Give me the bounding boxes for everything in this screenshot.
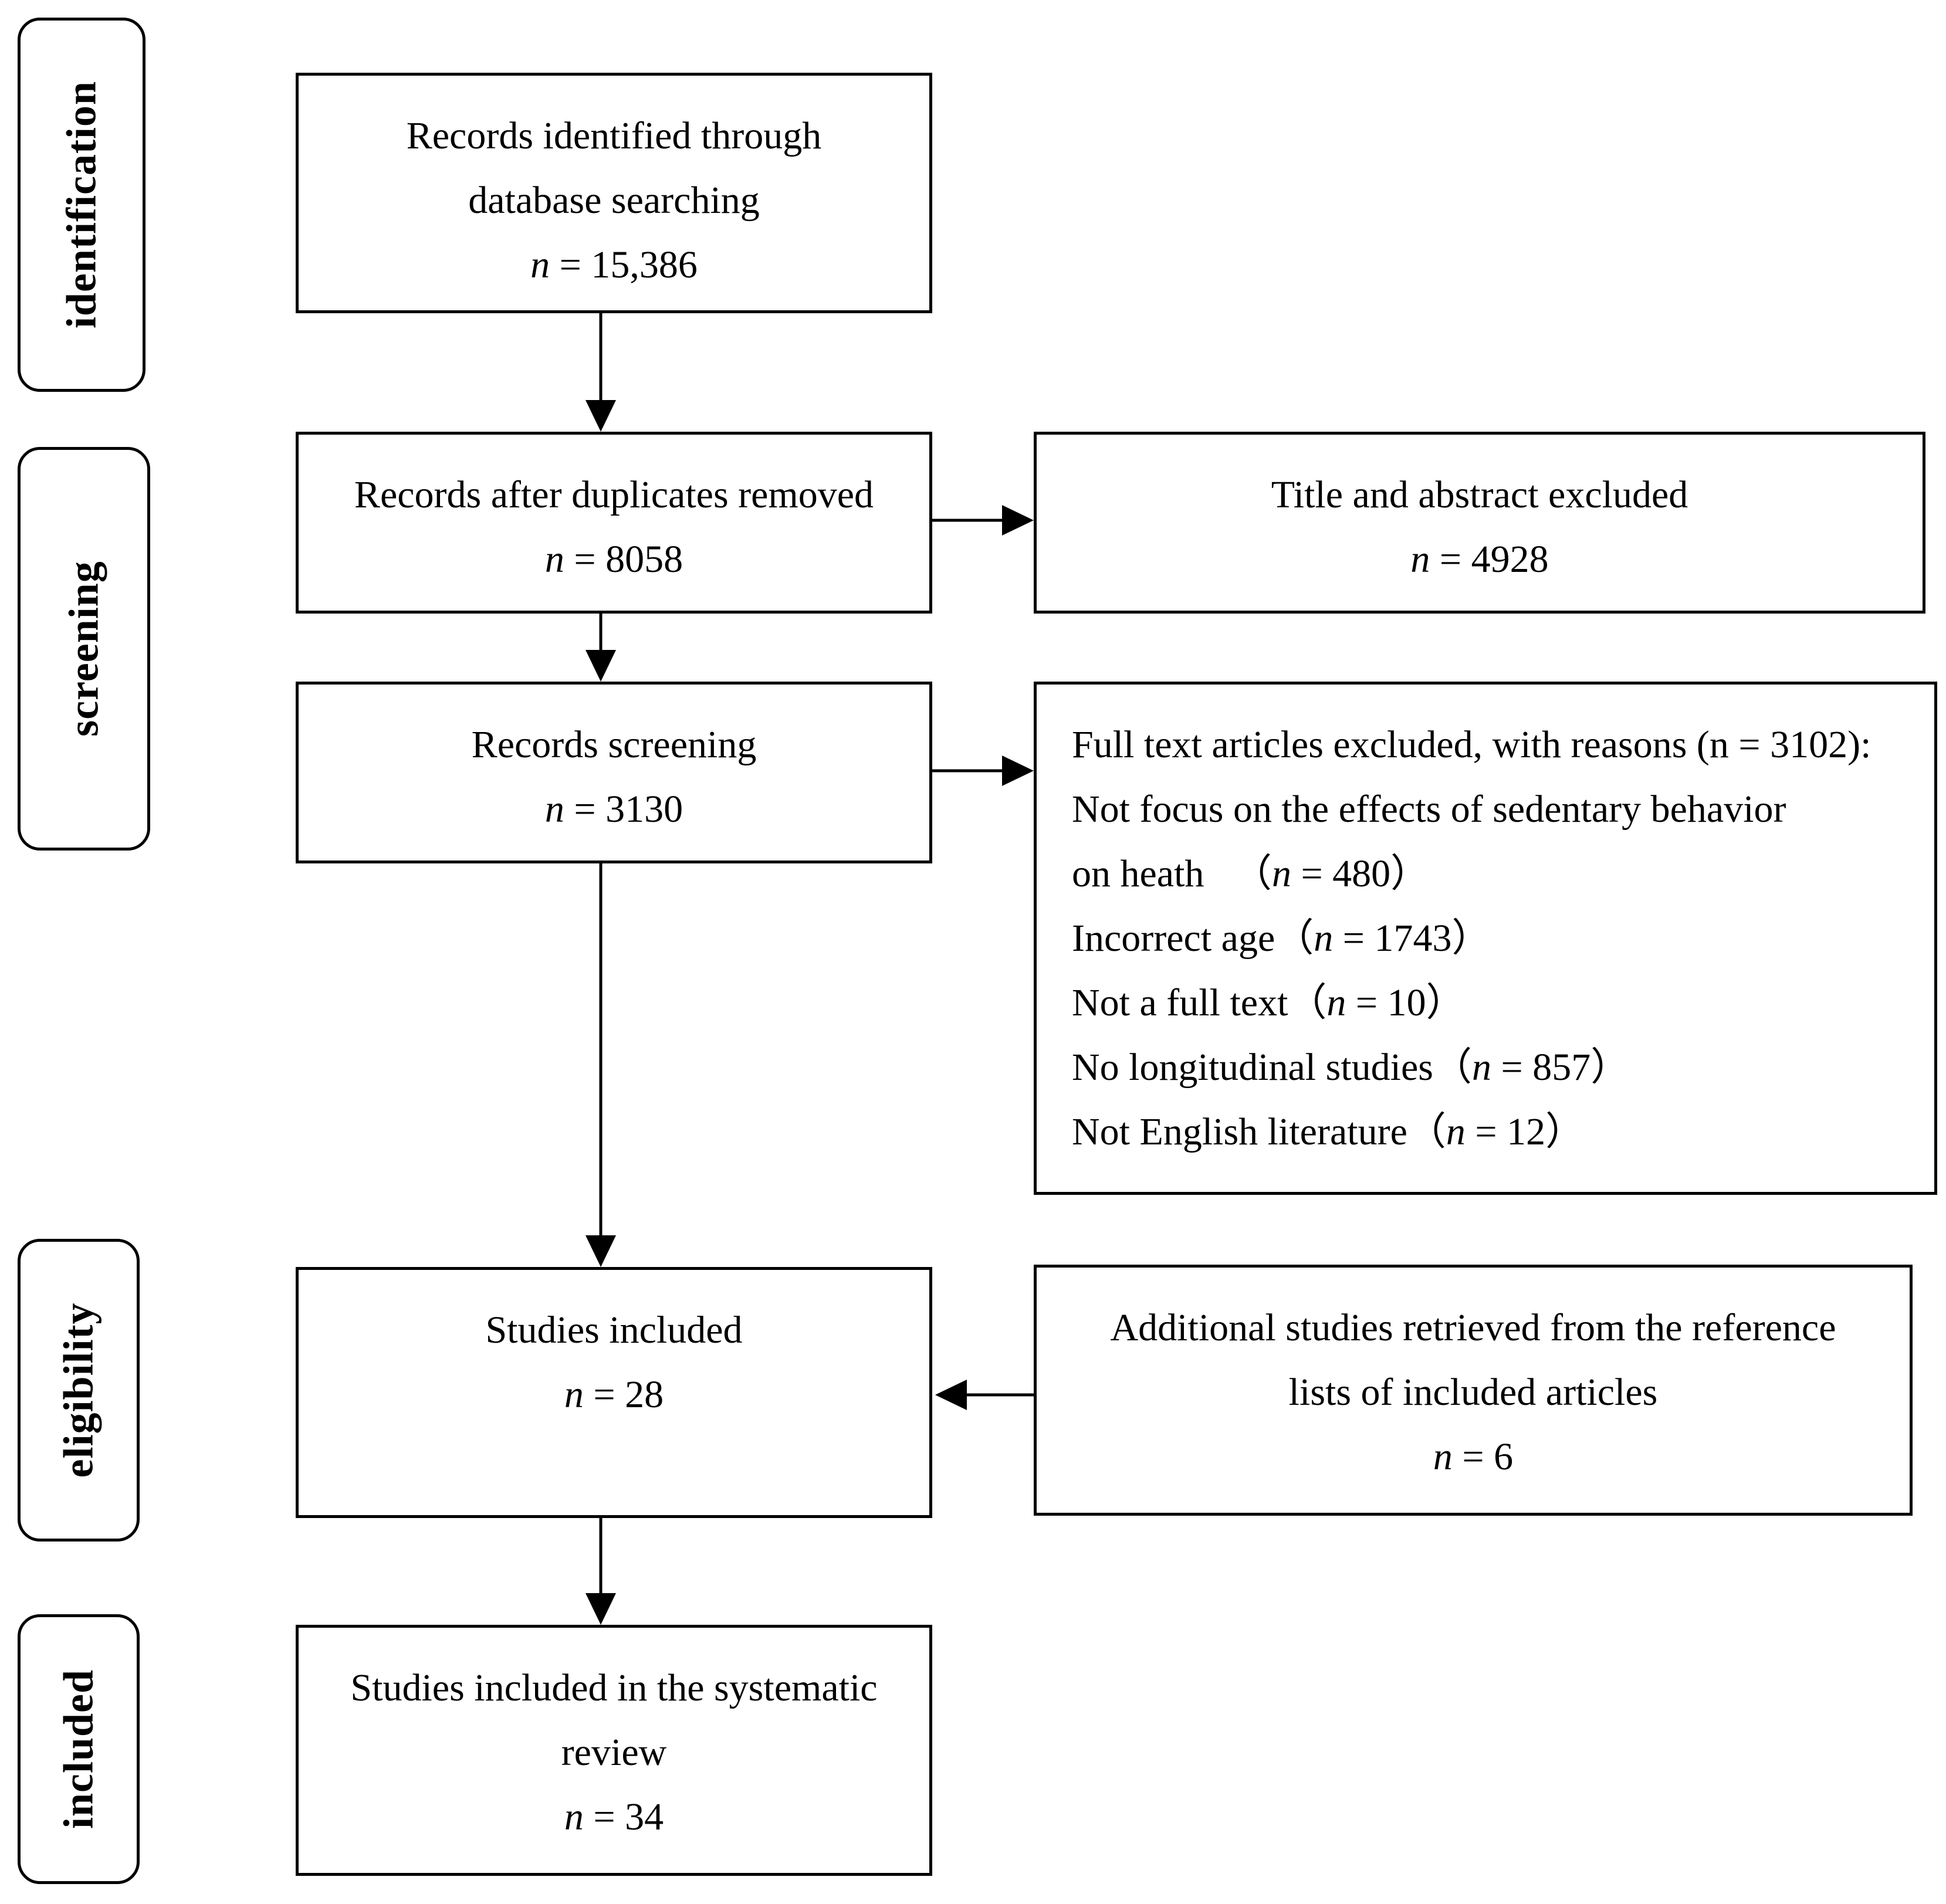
records-screening-count: n = 3130 (544, 788, 683, 831)
title-abstract-excluded-count: n = 4928 (1410, 538, 1549, 581)
stage-label-identification: identification (18, 18, 145, 392)
duplicates-removed-box: Records after duplicates removed n = 805… (296, 432, 932, 614)
exclusion-reason-longitudinal: No longitudinal studies（n = 857） (1072, 1046, 1630, 1089)
exclusion-reason-focus-line1: Not focus on the effects of sedentary be… (1072, 788, 1786, 831)
records-identified-line2: database searching (468, 179, 760, 222)
systematic-review-count: n = 34 (564, 1795, 664, 1838)
arrowhead-screening-to-included (586, 1235, 616, 1267)
additional-studies-line1: Additional studies retrieved from the re… (1110, 1306, 1836, 1349)
studies-included-count: n = 28 (564, 1373, 664, 1416)
duplicates-removed-line1: Records after duplicates removed (354, 473, 874, 516)
duplicates-removed-count: n = 8058 (544, 538, 683, 581)
additional-studies-box: Additional studies retrieved from the re… (1034, 1265, 1913, 1516)
systematic-review-line1: Studies included in the systematic (350, 1666, 878, 1709)
records-screening-line1: Records screening (471, 723, 757, 766)
studies-included-line1: Studies included (485, 1309, 743, 1351)
exclusion-reason-focus-line2: on heath （n = 480） (1072, 852, 1430, 895)
stage-label-screening: screening (18, 447, 150, 851)
arrowhead-duplicates-to-excluded (1002, 505, 1034, 536)
studies-included-box: Studies included n = 28 (296, 1267, 932, 1518)
arrowhead-additional-to-included (935, 1380, 967, 1410)
arrowhead-identified-to-duplicates (586, 400, 616, 432)
title-abstract-excluded-box: Title and abstract excluded n = 4928 (1034, 432, 1925, 614)
stage-label-included: included (18, 1614, 140, 1884)
records-identified-count: n = 15,386 (530, 243, 698, 286)
exclusion-reason-age: Incorrect age（n = 1743） (1072, 917, 1491, 960)
records-identified-box: Records identified through database sear… (296, 73, 932, 313)
exclusion-reason-full-text: Not a full text（n = 10） (1072, 981, 1465, 1024)
arrowhead-screening-to-fulltext-excluded (1002, 755, 1034, 786)
title-abstract-excluded-line1: Title and abstract excluded (1271, 473, 1688, 516)
exclusion-reason-english: Not English literature（n = 12） (1072, 1110, 1585, 1153)
arrowhead-duplicates-to-screening (586, 650, 616, 682)
additional-studies-count: n = 6 (1433, 1435, 1514, 1478)
full-text-excluded-header: Full text articles excluded, with reason… (1072, 723, 1871, 766)
records-identified-line1: Records identified through (406, 114, 822, 157)
stage-label-eligibility: eligibility (18, 1239, 140, 1542)
full-text-excluded-box: Full text articles excluded, with reason… (1034, 682, 1937, 1195)
systematic-review-line2: review (561, 1731, 667, 1774)
arrowhead-included-to-review (586, 1593, 616, 1625)
additional-studies-line2: lists of included articles (1288, 1371, 1658, 1414)
records-screening-box: Records screening n = 3130 (296, 682, 932, 863)
systematic-review-box: Studies included in the systematic revie… (296, 1625, 932, 1876)
